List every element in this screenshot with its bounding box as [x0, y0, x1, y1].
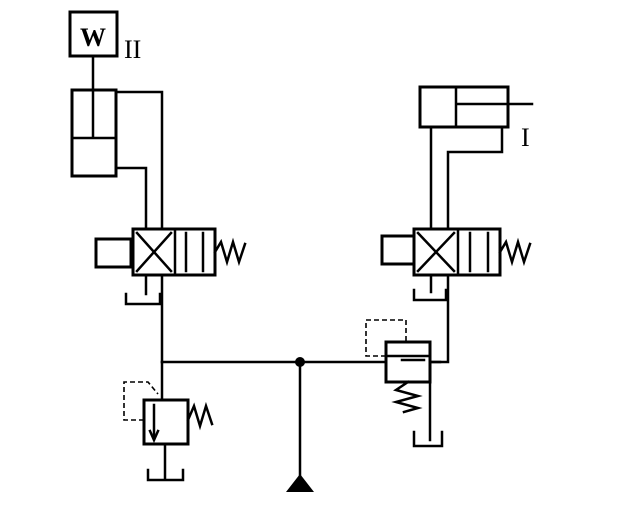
right-relief-tank-icon	[412, 430, 444, 448]
left-relief-valve	[123, 360, 214, 482]
cylinder-II-line-a	[114, 90, 164, 232]
cylinder-I-label: I	[521, 123, 530, 152]
left-spring-icon	[213, 237, 247, 267]
right-valve-tank-icon	[412, 288, 448, 302]
cylinder-II-label: II	[124, 35, 141, 64]
pump-triangle-icon	[286, 474, 314, 492]
right-sequence-valve	[365, 319, 444, 448]
left-directional-valve	[94, 227, 247, 277]
load-label: W	[80, 23, 106, 52]
cylinder-II	[70, 88, 118, 178]
right-directional-valve	[380, 227, 532, 277]
left-solenoid-icon	[94, 237, 133, 269]
load-block: W	[68, 10, 119, 58]
left-relief-tank-icon	[146, 468, 185, 482]
right-relief-spring-icon	[391, 380, 423, 414]
right-pressure-line	[428, 273, 450, 364]
left-valve-tank-icon	[124, 292, 162, 306]
cylinder-I-line-b	[446, 125, 504, 232]
cylinder-II-line-b	[114, 166, 148, 232]
left-relief-spring-icon	[186, 401, 214, 431]
right-solenoid-icon	[380, 234, 416, 266]
right-spring-icon	[498, 237, 532, 267]
cylinder-I	[418, 85, 534, 129]
